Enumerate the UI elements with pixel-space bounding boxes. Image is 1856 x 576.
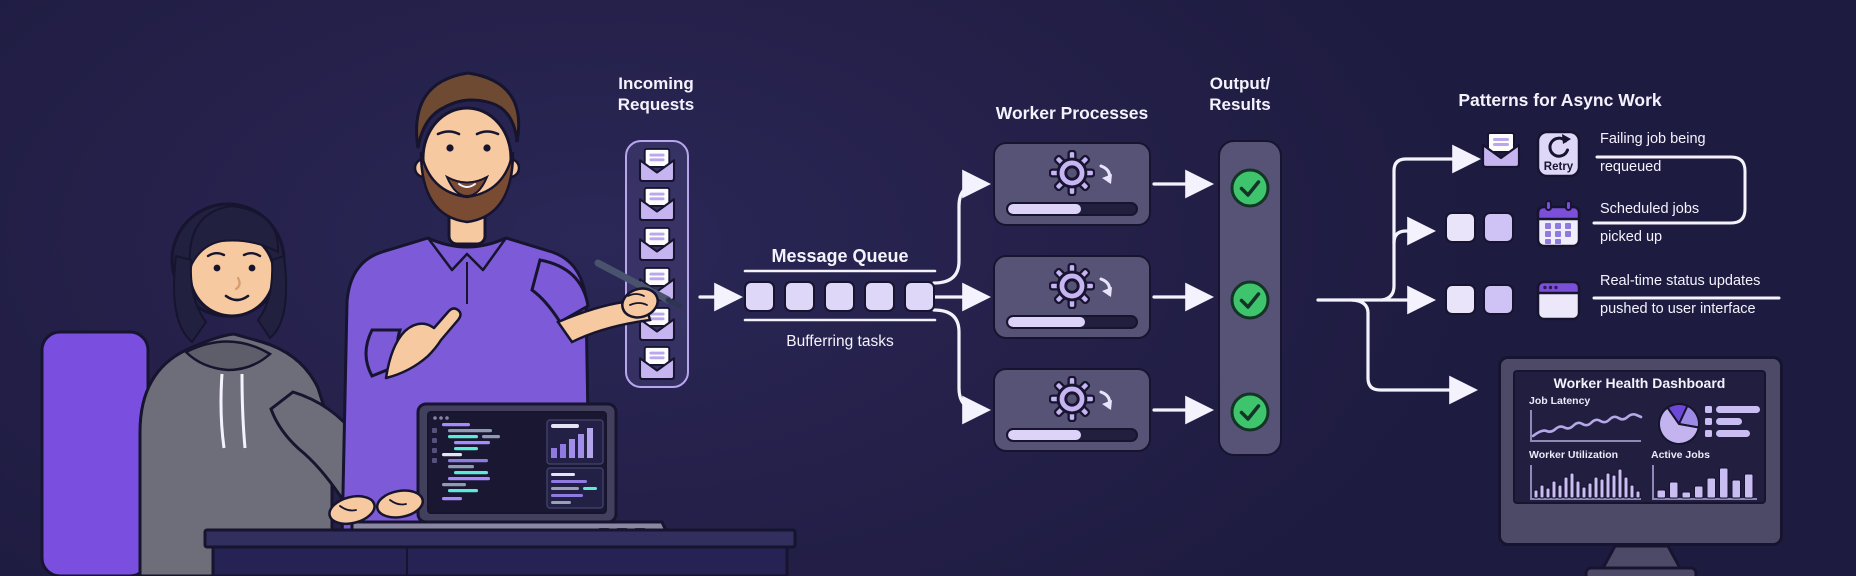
worker-box (993, 368, 1151, 452)
bar (1611, 474, 1617, 499)
check-icon (1229, 167, 1271, 209)
legend-row (1705, 406, 1760, 413)
pie-chart (1658, 403, 1700, 445)
utilization-bar-chart (1530, 465, 1641, 500)
flow-arrow (1380, 144, 1481, 302)
flow-arrow (1392, 216, 1436, 246)
message-queue-title: Message Queue (771, 246, 909, 266)
queue-slots (744, 281, 935, 312)
envelope-icon (638, 307, 676, 341)
bar (1593, 476, 1599, 499)
output-results-label: Output/Results (1209, 74, 1271, 114)
bar (1581, 486, 1587, 499)
bar (1557, 484, 1563, 499)
pie-slice (1658, 406, 1700, 445)
bar (1731, 479, 1741, 499)
queue-slot (784, 281, 815, 312)
pattern-row-label: pushed to user interface (1600, 301, 1756, 317)
bar (1635, 490, 1641, 499)
calendar-icon (1536, 200, 1581, 248)
bar (1551, 480, 1557, 499)
bar (1617, 468, 1623, 499)
envelope-icon (638, 148, 676, 182)
monitor: Worker Health Dashboard Job Latency Work… (1498, 356, 1783, 546)
output-panel (1218, 140, 1282, 456)
bar (1605, 472, 1611, 499)
bar (1656, 489, 1666, 499)
bar (1623, 476, 1629, 499)
envelope-icon (638, 346, 676, 380)
queue-slot (864, 281, 895, 312)
pattern-row-label: Real-time status updates (1600, 273, 1761, 289)
check-icon (1229, 279, 1271, 321)
task-square (1445, 212, 1476, 243)
bar (1533, 489, 1539, 499)
worker-utilization-label: Worker Utilization (1529, 449, 1619, 461)
gear-icon (1049, 376, 1095, 422)
bar (1575, 480, 1581, 499)
bar (1563, 476, 1569, 499)
queue-slot (904, 281, 935, 312)
spin-arrow-icon (1099, 390, 1112, 410)
spin-arrow-icon (1099, 277, 1112, 297)
dashboard-title: Worker Health Dashboard (1553, 375, 1726, 391)
worker-processes-title: Worker Processes (995, 103, 1149, 123)
bar (1569, 472, 1575, 499)
queue-slot (824, 281, 855, 312)
spin-arrow-icon (1099, 164, 1112, 184)
flow-arrow (932, 169, 991, 285)
pattern-row-label: Failing job being (1600, 131, 1706, 147)
legend-row (1705, 418, 1760, 425)
envelope-icon (638, 267, 676, 301)
requeue-loop-line (1592, 155, 1747, 225)
bar (1694, 485, 1704, 499)
pattern-row-label: picked up (1600, 229, 1663, 245)
flow-arrow (932, 308, 991, 425)
bar (1719, 467, 1729, 499)
job-latency-label: Job Latency (1529, 395, 1591, 407)
bar (1587, 482, 1593, 499)
progress-bar (1006, 428, 1138, 442)
task-square (1445, 284, 1476, 315)
latency-line-chart (1530, 410, 1643, 442)
active-jobs-label: Active Jobs (1651, 449, 1710, 461)
bar (1539, 484, 1545, 499)
gear-icon (1049, 150, 1095, 196)
bar (1629, 484, 1635, 499)
worker-box (993, 255, 1151, 339)
progress-bar (1006, 202, 1138, 216)
gear-icon (1049, 263, 1095, 309)
dashboard-screen: Worker Health Dashboard Job Latency Work… (1513, 370, 1766, 504)
legend-row (1705, 430, 1760, 437)
incoming-queue-panel (625, 140, 689, 388)
flow-arrow (1350, 298, 1478, 405)
bar (1599, 478, 1605, 499)
envelope-icon (638, 227, 676, 261)
pattern-row-label: requeued (1600, 159, 1662, 175)
queue-slot (744, 281, 775, 312)
task-square (1483, 212, 1514, 243)
patterns-title: Patterns for Async Work (1458, 90, 1662, 110)
bar (1545, 487, 1551, 499)
check-icon (1229, 391, 1271, 433)
retry-badge-label: Retry (1544, 161, 1574, 173)
bar (1744, 473, 1754, 499)
envelope-icon (638, 187, 676, 221)
chart-legend (1705, 406, 1760, 442)
bar (1669, 481, 1679, 499)
bar (1681, 491, 1691, 499)
progress-bar (1006, 315, 1138, 329)
active-jobs-bar-chart (1652, 465, 1757, 500)
bar (1706, 477, 1716, 499)
buffering-caption: Bufferring tasks (786, 333, 894, 350)
browser-icon (1536, 280, 1581, 321)
worker-box (993, 142, 1151, 226)
envelope-icon (1481, 132, 1521, 168)
retry-icon: Retry (1536, 130, 1581, 178)
pattern-row-label: Scheduled jobs (1600, 201, 1700, 217)
task-square (1483, 284, 1514, 315)
